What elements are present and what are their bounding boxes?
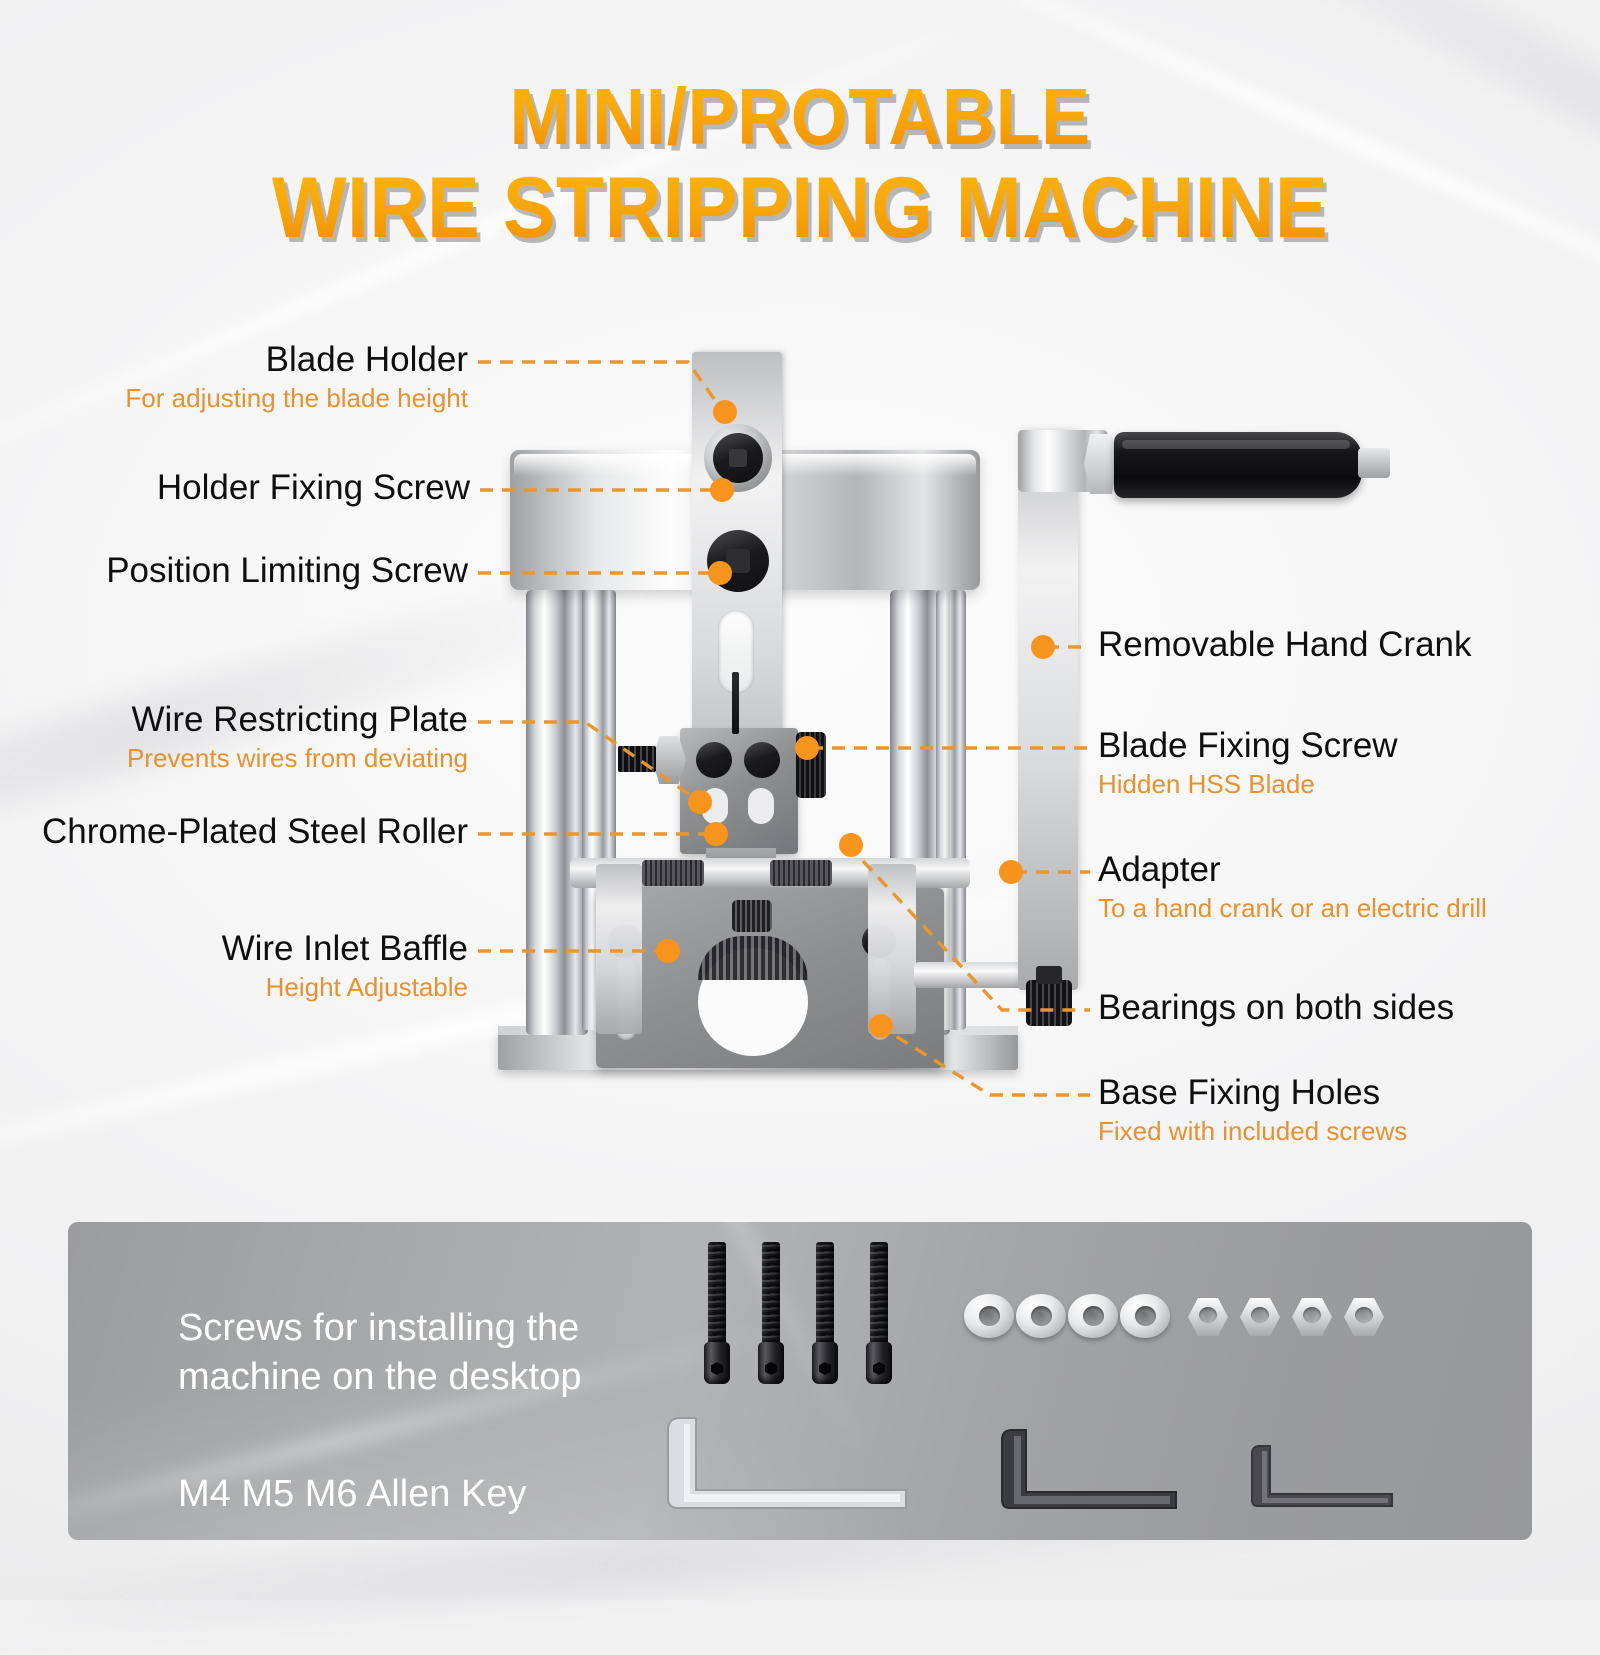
screw-hex-socket-icon	[873, 1362, 885, 1375]
hss-blade-tip	[732, 672, 739, 734]
feed-roller-knurl-left	[642, 860, 704, 886]
baffle-top-screw	[732, 900, 772, 932]
callout-position-limiting-screw[interactable]: Position Limiting Screw	[0, 551, 468, 590]
callout-base-fixing-holes[interactable]: Base Fixing Holes Fixed with included sc…	[1098, 1073, 1408, 1146]
adapter-thumb-screw	[1026, 980, 1072, 1026]
blade-fixing-knob	[796, 732, 826, 798]
allen-key-m4	[1251, 1445, 1393, 1507]
callout-label: Removable Hand Crank	[1098, 625, 1472, 664]
chrome-roller-left	[526, 590, 588, 1035]
washer	[1068, 1294, 1118, 1338]
callout-label: Position Limiting Screw	[106, 551, 468, 590]
holder-fixing-screw-socket	[729, 449, 747, 467]
callout-sublabel: For adjusting the blade height	[125, 382, 468, 413]
washer	[1016, 1294, 1066, 1338]
title-line-1: MINI/PROTABLE	[64, 76, 1536, 156]
callout-label: Holder Fixing Screw	[156, 468, 470, 507]
callout-sublabel: Hidden HSS Blade	[1098, 768, 1315, 799]
hex-nut	[1240, 1298, 1280, 1336]
callout-label: Adapter	[1098, 850, 1221, 889]
washer	[964, 1294, 1014, 1338]
screw-thread	[870, 1242, 888, 1346]
callout-wire-inlet-baffle[interactable]: Wire Inlet Baffle Height Adjustable	[0, 929, 468, 1002]
callout-label: Chrome-Plated Steel Roller	[41, 812, 468, 851]
allen-key-m6	[667, 1417, 907, 1509]
callout-label: Blade Fixing Screw	[1098, 726, 1398, 765]
callout-sublabel: Height Adjustable	[265, 971, 468, 1002]
blade-fixing-screw-b	[744, 742, 780, 778]
callout-sublabel: Prevents wires from deviating	[126, 742, 468, 773]
callout-wire-restricting-plate[interactable]: Wire Restricting Plate Prevents wires fr…	[0, 700, 468, 773]
washer	[1120, 1294, 1170, 1338]
panel-text-line-2: machine on the desktop	[178, 1355, 582, 1398]
screw-hex-socket-icon	[765, 1362, 777, 1375]
blade-fixing-screw-a	[696, 742, 732, 778]
screw-thread	[762, 1242, 780, 1346]
callout-label: Blade Holder	[265, 340, 468, 379]
accessory-panel: Screws for installing the machine on the…	[68, 1222, 1532, 1540]
panel-text-line-3: M4 M5 M6 Allen Key	[178, 1473, 527, 1515]
hex-nut	[1188, 1298, 1228, 1336]
crank-grip-highlight	[1122, 440, 1350, 449]
baffle-post-left	[596, 864, 642, 1034]
callout-label: Wire Inlet Baffle	[221, 929, 468, 968]
callout-sublabel: To a hand crank or an electric drill	[1098, 892, 1487, 923]
allen-key-m5	[1001, 1429, 1177, 1509]
crank-upright	[1018, 430, 1078, 990]
callout-chrome-plated-steel-roller[interactable]: Chrome-Plated Steel Roller	[0, 812, 468, 851]
panel-text-screws: Screws for installing the machine on the…	[178, 1304, 582, 1401]
feed-roller-knurl-right	[770, 860, 832, 886]
callout-label: Wire Restricting Plate	[131, 700, 468, 739]
title-line-2: WIRE STRIPPING MACHINE	[64, 165, 1536, 251]
screw-hex-socket-icon	[711, 1362, 723, 1375]
crank-hex-collar	[1084, 434, 1118, 494]
blade-assembly-block	[680, 728, 798, 854]
blade-slot-a	[702, 788, 728, 824]
title-block: MINI/PROTABLE WIRE STRIPPING MACHINE	[0, 76, 1600, 251]
screw-thread	[816, 1242, 834, 1346]
hex-nut	[1292, 1298, 1332, 1336]
panel-text-allen-key: M4 M5 M6 Allen Key	[178, 1470, 526, 1519]
callout-adapter[interactable]: Adapter To a hand crank or an electric d…	[1098, 850, 1487, 923]
blade-adjust-stud	[618, 746, 656, 772]
adapter-thumb-screw-neck	[1036, 966, 1062, 984]
hex-nut	[1344, 1298, 1384, 1336]
callout-label: Base Fixing Holes	[1098, 1073, 1381, 1112]
position-limiting-screw-socket	[726, 549, 750, 573]
blade-slot-b	[748, 788, 774, 824]
callout-holder-fixing-screw[interactable]: Holder Fixing Screw	[0, 468, 470, 507]
callout-label: Bearings on both sides	[1098, 988, 1455, 1027]
callout-blade-holder[interactable]: Blade Holder For adjusting the blade hei…	[0, 340, 468, 413]
screw-hex-socket-icon	[819, 1362, 831, 1375]
crank-grip	[1114, 432, 1362, 498]
panel-text-line-1: Screws for installing the	[178, 1307, 580, 1349]
screw-thread	[708, 1242, 726, 1346]
callout-removable-hand-crank[interactable]: Removable Hand Crank	[1098, 625, 1472, 664]
callout-sublabel: Fixed with included screws	[1098, 1115, 1408, 1146]
wire-inlet-hole-knurl	[698, 936, 808, 980]
baffle-post-right	[868, 864, 916, 1034]
callout-bearings[interactable]: Bearings on both sides	[1098, 988, 1455, 1027]
callout-blade-fixing-screw[interactable]: Blade Fixing Screw Hidden HSS Blade	[1098, 726, 1398, 799]
crank-shaft-end	[1358, 448, 1390, 478]
